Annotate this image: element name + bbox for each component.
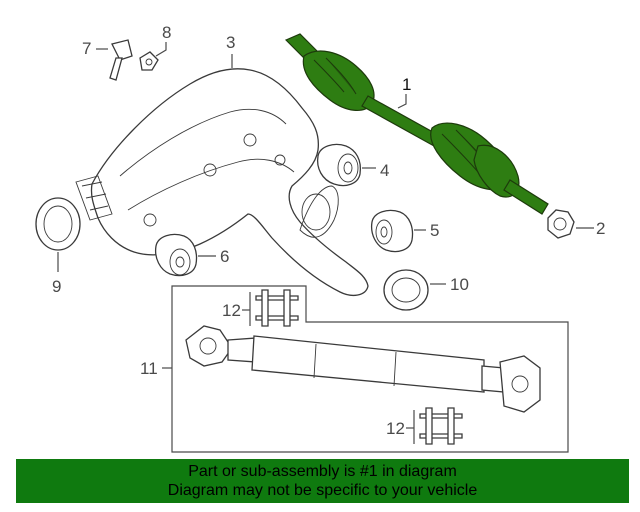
bolt-set-part-12-upper[interactable] [255, 289, 299, 327]
clip-part-8[interactable] [139, 51, 159, 71]
differential-bolt-3 [243, 133, 257, 147]
callout-3: 3 [226, 33, 235, 52]
bushing-6-body [154, 233, 198, 277]
driveshaft-front-flange [185, 325, 233, 367]
bushing-5-face [375, 219, 393, 245]
bushing-part-5[interactable] [370, 209, 414, 253]
callout-4: 4 [380, 161, 389, 180]
seal-9-inner [43, 205, 73, 243]
callout-9: 9 [52, 277, 61, 296]
differential-bore [301, 193, 331, 231]
vent-tube [109, 57, 123, 81]
callout-5: 5 [430, 221, 439, 240]
callout-10: 10 [450, 275, 469, 294]
bushing-part-6[interactable] [154, 233, 198, 277]
bushing-4-face [337, 153, 359, 183]
bolt-12-lower-c [425, 407, 433, 445]
callout-12-lower: 12 [386, 419, 405, 438]
half-shaft-inner-boot [302, 50, 375, 111]
differential-flange-teeth [81, 181, 109, 211]
differential-housing [90, 68, 369, 297]
differential-bolt [143, 213, 157, 227]
callout-1: 1 [402, 75, 411, 94]
callout-8: 8 [162, 23, 171, 42]
callout-12-upper: 12 [222, 301, 241, 320]
clip-body [139, 51, 159, 71]
half-shaft-bar [361, 95, 441, 147]
axle-nut-hole [553, 217, 567, 231]
bolt-12-lower-d [447, 407, 455, 445]
half-shaft-part-1[interactable] [284, 33, 549, 215]
differential-bolt-2 [203, 163, 217, 177]
inner-boot-ridge [313, 59, 345, 93]
differential-flange [75, 175, 113, 221]
callout-7: 7 [82, 39, 91, 58]
inner-boot-ridge-2 [325, 57, 357, 95]
vent-part-7[interactable] [109, 39, 133, 81]
driveshaft-part-11[interactable] [185, 325, 541, 413]
banner-line-2: Diagram may not be specific to your vehi… [167, 482, 478, 499]
bolt-12-upper-c [261, 289, 269, 327]
bolt-12-upper-d [283, 289, 291, 327]
banner-line-1: Part or sub-assembly is #1 in diagram [188, 463, 457, 480]
seal-part-10[interactable] [383, 269, 429, 311]
bushing-part-4[interactable] [316, 143, 362, 187]
bolt-set-part-12-lower[interactable] [419, 407, 463, 445]
seal-part-9[interactable] [35, 197, 81, 251]
driveshaft-front-yoke [199, 337, 217, 355]
bushing-4-hole [343, 161, 353, 175]
seal-9-outer [35, 197, 81, 251]
driveshaft-assembly-box [171, 285, 569, 453]
clip-hole [145, 58, 153, 66]
driveshaft-rear-yoke [511, 375, 529, 393]
bushing-6-face [169, 248, 191, 276]
seal-10-inner [391, 277, 421, 303]
bushing-4-body [316, 143, 362, 187]
axle-nut-part-2[interactable] [547, 209, 575, 239]
callout-2: 2 [596, 219, 605, 238]
half-shaft-outer-stub [503, 179, 549, 215]
differential-bushing-boss [299, 185, 339, 238]
driveshaft-front-joint [227, 337, 257, 363]
disclaimer-banner: Part or sub-assembly is #1 in diagram Di… [16, 459, 629, 503]
driveshaft-tube-seams [313, 343, 397, 387]
bushing-6-hole [175, 256, 185, 268]
axle-nut-body [547, 209, 575, 239]
callout-11: 11 [140, 359, 158, 378]
differential-rib-2 [127, 158, 295, 211]
differential-bolt-4 [274, 154, 286, 166]
differential-rib [119, 108, 287, 177]
outer-boot-ridge [441, 133, 479, 173]
seal-10-outer [383, 269, 429, 311]
callout-6: 6 [220, 247, 229, 266]
driveshaft-tube [251, 335, 485, 393]
bushing-5-hole [380, 226, 388, 238]
callout-1-leader [397, 94, 407, 109]
driveshaft-rear-flange [499, 355, 541, 413]
callout-8-leader [155, 42, 167, 57]
vent-cap [111, 39, 133, 61]
